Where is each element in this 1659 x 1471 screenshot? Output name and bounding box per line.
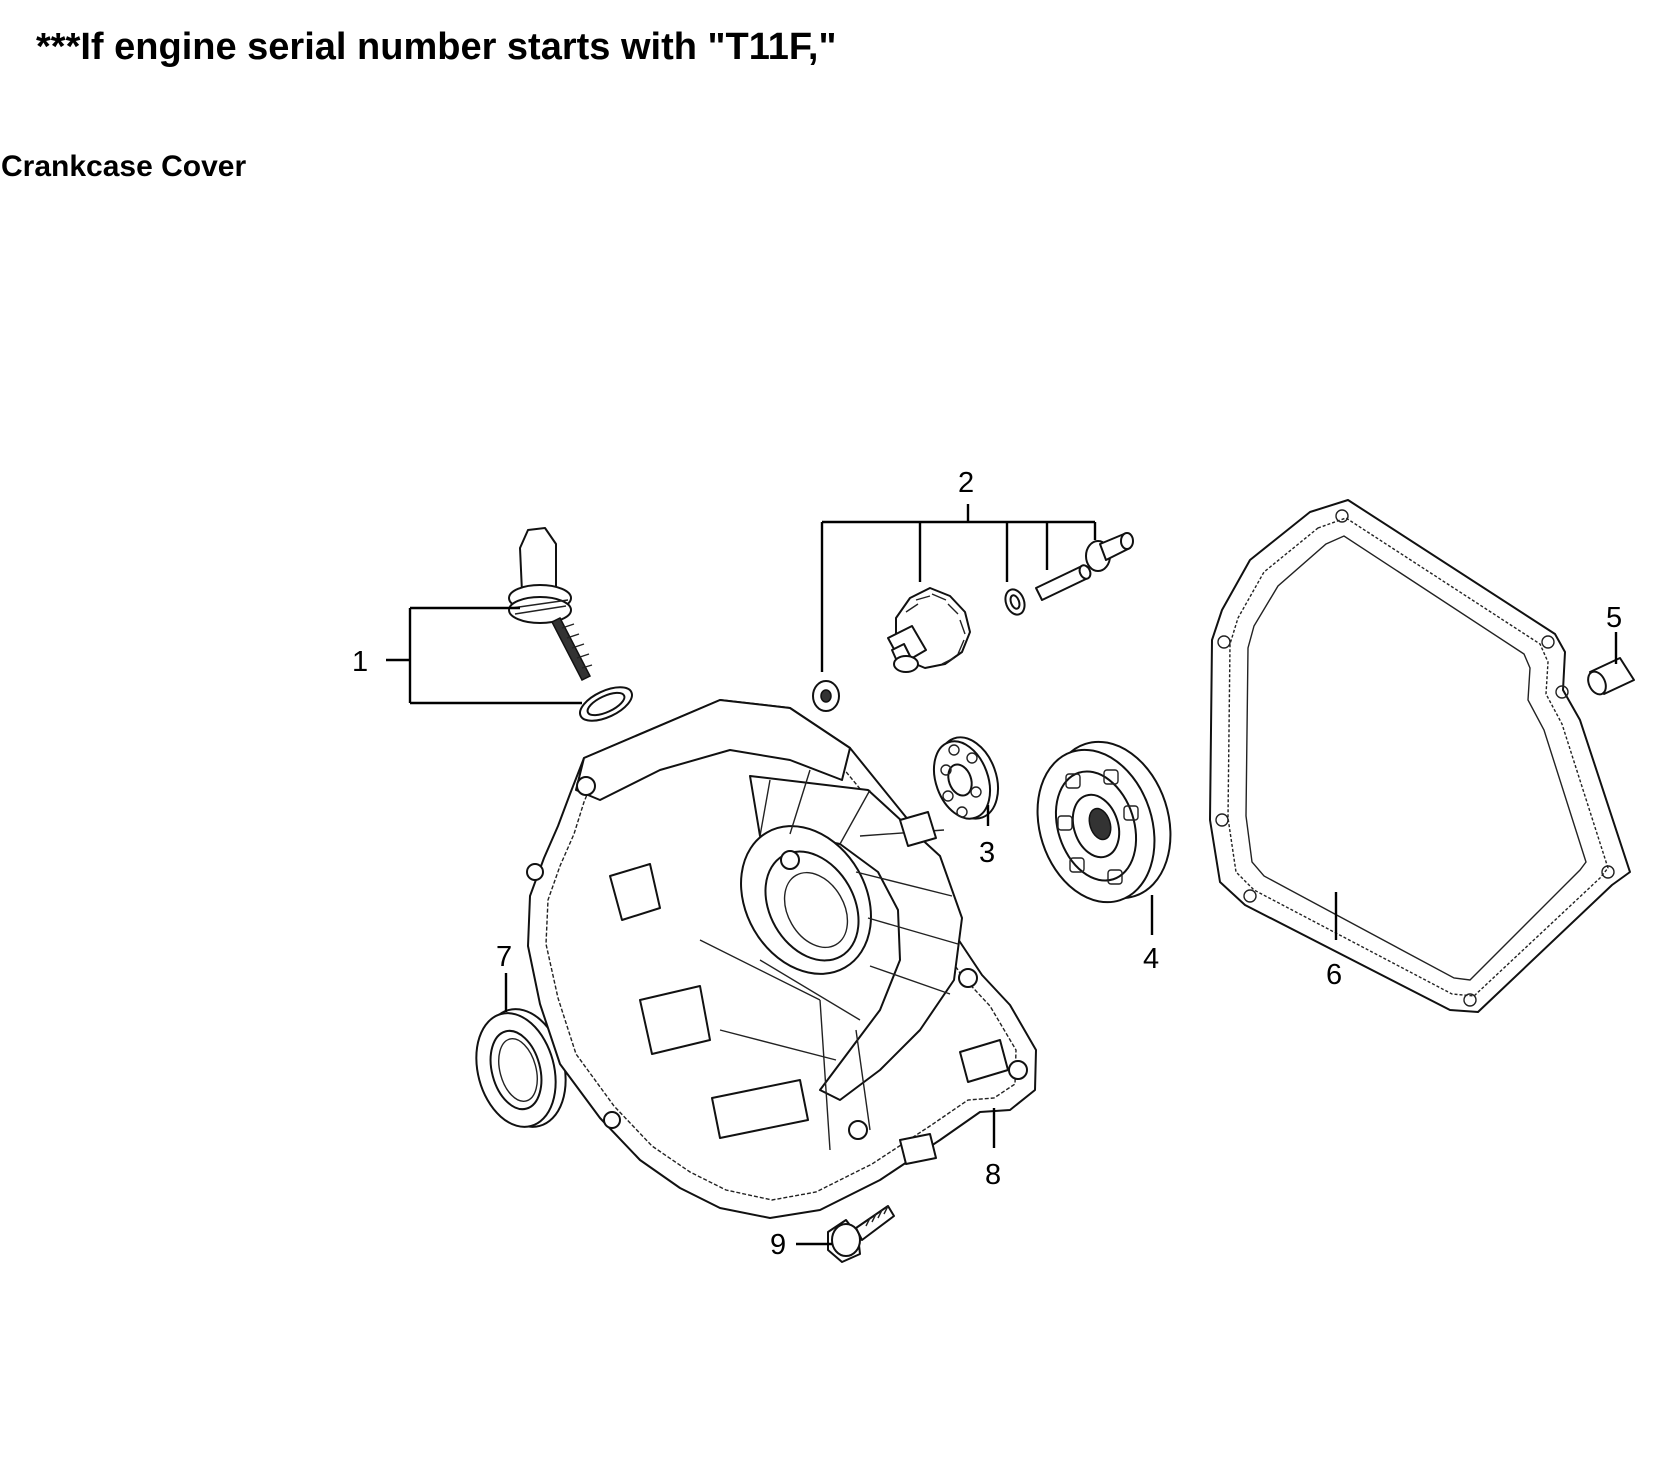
callout-5b-label: 5: [1606, 602, 1622, 634]
callout-2-leader: [820, 504, 1097, 672]
callout-9-label: 9: [770, 1229, 786, 1261]
callout-6-label: 6: [1326, 959, 1342, 991]
page-title: ***If engine serial number starts with "…: [36, 26, 837, 68]
small-bearing: [932, 736, 999, 820]
o-ring: [579, 686, 633, 722]
callout-1-leader: [386, 606, 582, 705]
governor-holder: [1085, 532, 1134, 572]
oil-seal: [475, 1008, 567, 1128]
governor-shaft-pin: [1035, 564, 1092, 601]
flange-bolt: [827, 1205, 895, 1263]
main-bearing: [1036, 740, 1172, 904]
governor-gear: [887, 587, 971, 673]
callout-8-label: 8: [985, 1159, 1001, 1191]
callout-2-label: 2: [958, 467, 974, 499]
callout-4-label: 4: [1143, 943, 1159, 975]
governor-washer: [812, 680, 840, 712]
crankcase-cover: [526, 699, 1037, 1219]
callout-3-label: 3: [979, 837, 995, 869]
section-title: Crankcase Cover: [1, 150, 247, 183]
oil-filler-cap: [508, 527, 593, 682]
governor-clip: [1004, 588, 1026, 616]
callout-7-label: 7: [496, 941, 512, 973]
callout-1-label: 1: [352, 646, 368, 678]
crankcase-cover-gasket: [1209, 499, 1631, 1013]
dowel-pin-right: [1587, 657, 1635, 696]
